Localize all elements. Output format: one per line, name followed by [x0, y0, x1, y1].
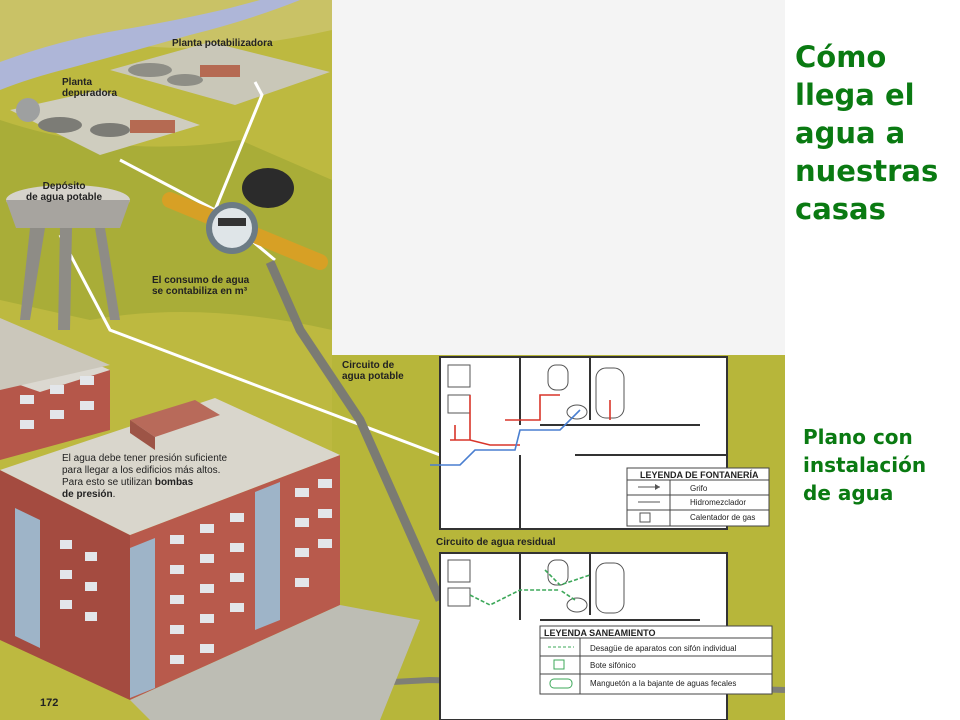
label-planta-potabilizadora: Planta potabilizadora — [172, 38, 273, 49]
label-presion: El agua debe tener presión suficiente pa… — [62, 453, 227, 501]
slide-title-line1: Cómo — [795, 40, 887, 74]
label-presion-bold2: de presión — [62, 489, 113, 500]
legend-saneamiento-item-desague: Desagüe de aparatos con sifón individual — [590, 644, 737, 653]
slide-caption-line1: Plano con — [803, 425, 913, 449]
page-number: 172 — [40, 697, 59, 709]
label-planta-depuradora: Planta depuradora — [62, 77, 117, 99]
label-deposito-line1: Depósito — [42, 181, 86, 192]
legend-fontaneria-title: LEYENDA DE FONTANERÍA — [640, 470, 759, 480]
label-presion-line1: El agua debe tener presión suficiente — [62, 453, 228, 464]
label-circuito-residual: Circuito de agua residual — [436, 537, 556, 548]
slide-title-line4: nuestras — [795, 154, 939, 188]
legend-saneamiento-item-mangueton: Manguetón a la bajante de aguas fecales — [590, 679, 737, 688]
label-presion-bold1: bombas — [154, 477, 194, 488]
label-presion-line3: Para esto se utilizan — [62, 477, 153, 488]
label-consumo-line1: El consumo de agua — [152, 275, 250, 286]
label-planta-depuradora-line2: depuradora — [62, 88, 118, 99]
slide-caption-line2: instalación — [803, 453, 927, 477]
slide-title: Cómo llega el agua a nuestras casas — [795, 38, 955, 228]
label-circuito-potable-line1: Circuito de — [342, 360, 395, 371]
slide-title-line2: llega el — [795, 78, 915, 112]
slide-caption: Plano con instalación de agua — [803, 423, 958, 507]
legend-fontaneria-item-hidromezclador: Hidromezclador — [690, 498, 747, 507]
floor-plan-potable — [430, 356, 770, 530]
legend-saneamiento-title: LEYENDA SANEAMIENTO — [544, 628, 656, 638]
legend-fontaneria-item-calentador: Calentador de gas — [690, 513, 756, 522]
label-deposito-line2: de agua potable — [26, 192, 103, 203]
label-planta-depuradora-line1: Planta — [62, 77, 93, 88]
water-cycle-illustration — [0, 0, 785, 720]
legend-saneamiento-item-bote: Bote sifónico — [590, 661, 636, 670]
label-deposito: Depósito de agua potable — [26, 181, 102, 203]
label-consumo: El consumo de agua se contabiliza en m³ — [152, 275, 249, 297]
label-consumo-line2: se contabiliza en m³ — [152, 286, 248, 297]
slide-title-line3: agua a — [795, 116, 906, 150]
label-circuito-potable: Circuito de agua potable — [342, 360, 404, 382]
label-presion-line2: para llegar a los edificios más altos. — [62, 465, 221, 476]
label-circuito-potable-line2: agua potable — [342, 371, 404, 382]
floor-plan-waste — [439, 552, 773, 720]
label-presion-period: . — [112, 489, 116, 500]
slide-title-line5: casas — [795, 192, 886, 226]
slide-caption-line3: de agua — [803, 481, 894, 505]
legend-fontaneria-item-grifo: Grifo — [690, 484, 708, 493]
